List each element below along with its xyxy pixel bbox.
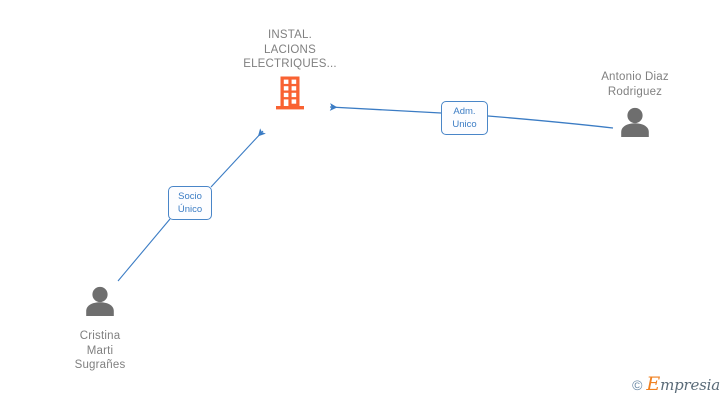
watermark: © Empresia [632,375,720,394]
person-name-label: Cristina Marti Sugrañes [74,330,126,371]
person-node-antonio[interactable]: Antonio Diaz Rodriguez [560,70,710,142]
copyright-icon: © [632,376,643,393]
company-node[interactable]: INSTAL. LACIONS ELECTRIQUES... [215,28,365,115]
edge-label-adm-unico[interactable]: Adm. Unico [441,101,488,135]
building-icon [275,76,305,110]
person-node-cristina[interactable]: Cristina Marti Sugrañes [25,286,175,373]
brand-wordmark: Empresia [646,375,720,394]
brand-rest: mpresia [660,376,720,394]
person-name-label: Antonio Diaz Rodriguez [601,71,669,98]
edge-label-socio-unico[interactable]: Socio Único [168,186,212,220]
company-name-label: INSTAL. LACIONS ELECTRIQUES... [243,29,337,70]
brand-initial: E [646,373,661,395]
person-icon [83,286,117,316]
person-icon [618,107,652,137]
